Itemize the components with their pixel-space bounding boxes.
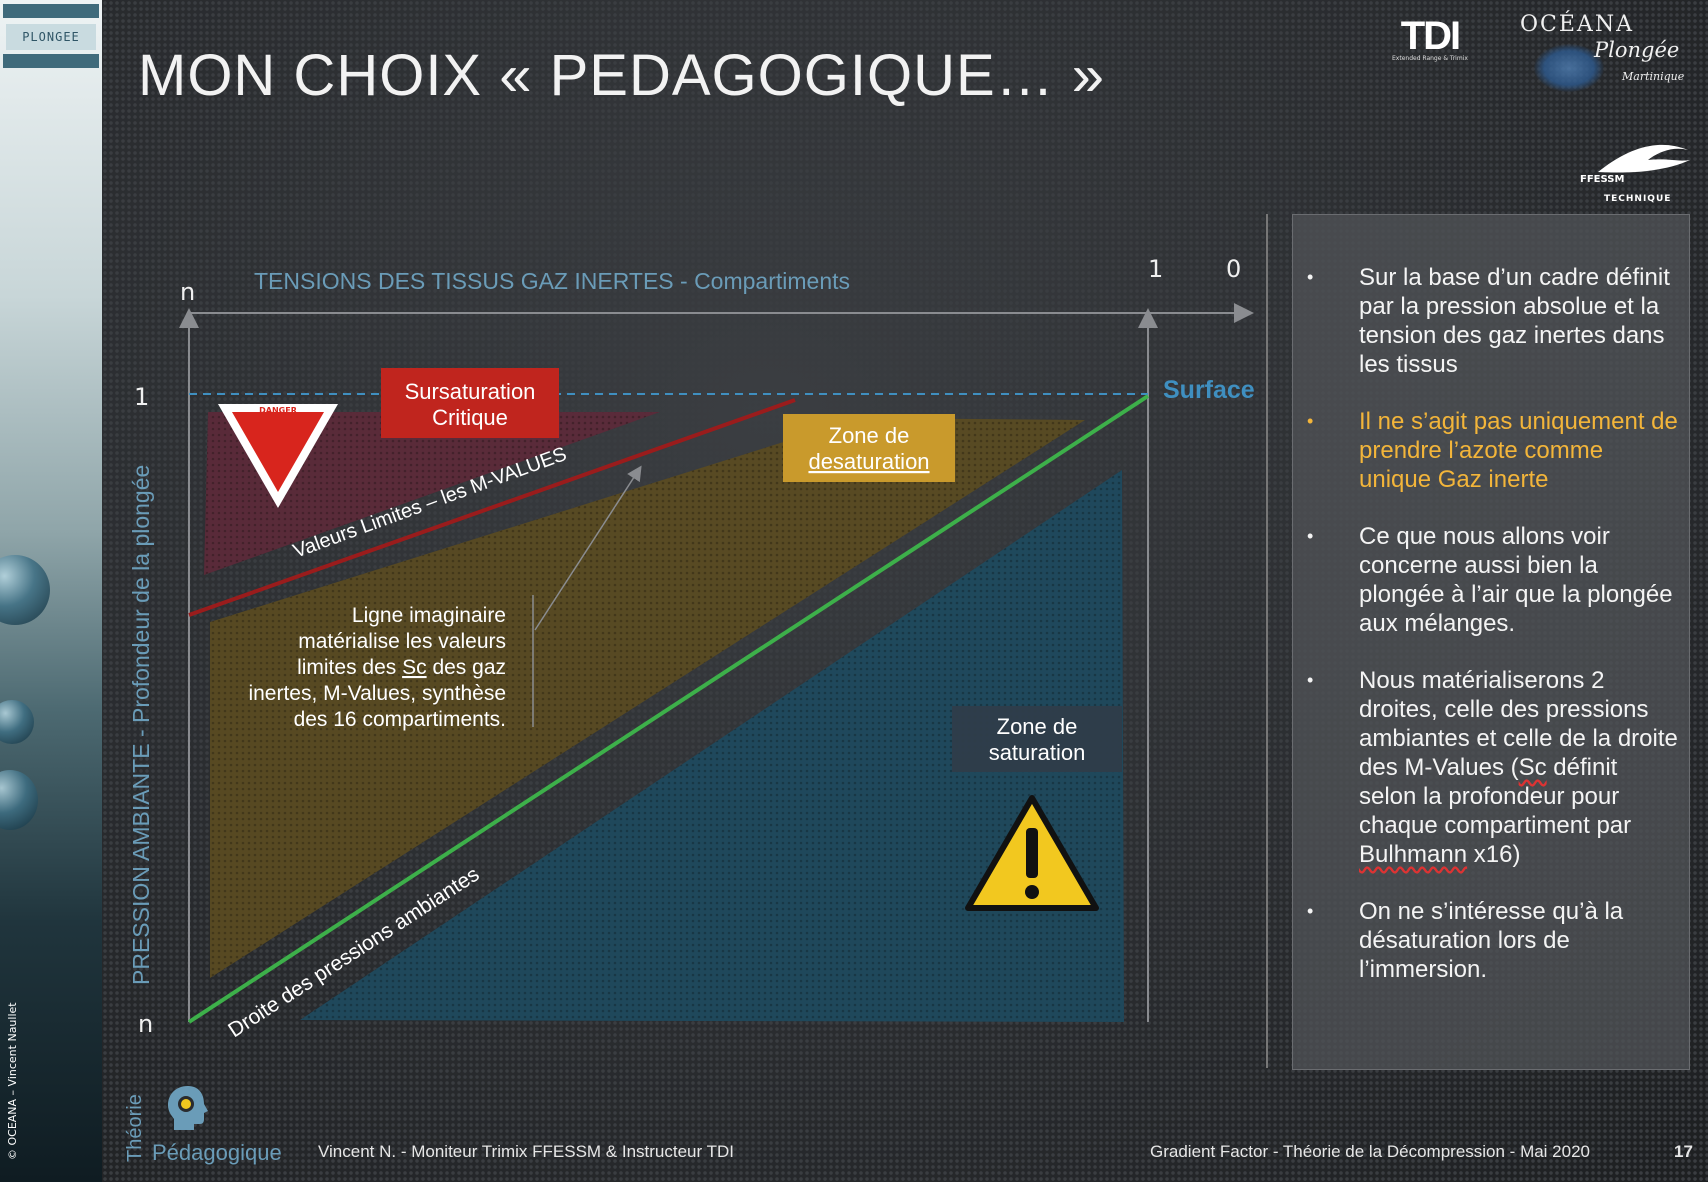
note-line3-sc: Sc <box>402 656 427 679</box>
bullet-dot: • <box>1307 526 1314 546</box>
bullet-text-c: x16) <box>1467 841 1521 868</box>
bullet-item: • Nous matérialiserons 2 droites, celle d… <box>1293 666 1689 869</box>
tick-n-bottom: n <box>138 1010 153 1038</box>
desaturation-zone-texture <box>210 418 1085 978</box>
sidebar-decoration: PLONGEE <box>0 0 102 1182</box>
y-axis-label: PRESSION AMBIANTE - Profondeur de la plo… <box>128 465 154 985</box>
bullet-text-a: Nous matérialiserons 2 droites, celle de… <box>1359 667 1678 781</box>
turtle-icon <box>1534 44 1604 92</box>
saturation-zone-texture <box>300 470 1124 1022</box>
bullet-text-sc: Sc <box>1518 754 1547 781</box>
note-line3-end: des gaz <box>427 656 506 679</box>
note-line3-start: limites des <box>297 656 402 679</box>
bullet-text-name: Bulhmann <box>1359 841 1468 868</box>
tick-0-top: 0 <box>1226 255 1241 283</box>
bullet-dot: • <box>1307 411 1314 431</box>
note-line2: matérialise les valeurs <box>298 630 506 653</box>
bullet-item: • On ne s’intéresse qu’à la désaturation … <box>1293 897 1689 984</box>
ffessm-logo-text: FFESSM <box>1580 174 1625 185</box>
bullet-text: Sur la base d’un cadre définit par la pr… <box>1359 264 1670 378</box>
sidebar-strip <box>3 54 99 68</box>
desaturation-line2: desaturation <box>808 449 929 474</box>
bullet-dot: • <box>1307 670 1314 690</box>
bullet-item: • Il ne s’agit pas uniquement de prendre … <box>1293 407 1689 494</box>
bullet-text-b: définit selon la profondeur pour chaque … <box>1359 754 1632 839</box>
sursaturation-box <box>381 368 559 438</box>
ambient-pressure-line <box>187 394 1150 1024</box>
page-number: 17 <box>1674 1142 1693 1161</box>
pointer-line <box>534 465 642 631</box>
warning-icon-bar <box>1026 828 1038 878</box>
oceana-logo-location: Martinique <box>1622 70 1685 83</box>
saturation-line2: saturation <box>989 740 1086 765</box>
note-line1: Ligne imaginaire <box>352 604 506 627</box>
danger-text: DANGER <box>259 406 297 415</box>
vertical-divider <box>1266 214 1268 1068</box>
footer-theorie: Théorie <box>124 1094 146 1162</box>
bullet-dot: • <box>1307 267 1314 287</box>
surface-label: Surface <box>1163 376 1255 404</box>
desaturation-box <box>783 414 955 482</box>
warning-icon-dot <box>1025 885 1039 899</box>
note-line4: inertes, M-Values, synthèse <box>248 682 506 705</box>
bullet-item: • Sur la base d’un cadre définit par la p… <box>1293 263 1689 379</box>
oceana-logo-name: OCÉANA <box>1520 12 1634 37</box>
oceana-logo: OCÉANA Plongée Martinique <box>1520 8 1700 108</box>
bullet-list: • Sur la base d’un cadre définit par la p… <box>1293 263 1689 1012</box>
ffessm-logo: FFESSM TECHNIQUE <box>1578 138 1698 208</box>
tdi-logo: TDI Extended Range & Trimix <box>1392 14 1468 62</box>
bullet-text: On ne s’intéresse qu’à la désaturation l… <box>1359 898 1624 983</box>
bullet-dot: • <box>1307 901 1314 921</box>
bullet-text: Il ne s’agit pas uniquement de prendre l… <box>1359 408 1678 493</box>
sursaturation-line2: Critique <box>432 405 508 430</box>
tdi-logo-text: TDI <box>1400 14 1461 58</box>
footer-course: Gradient Factor - Théorie de la Décompre… <box>1150 1142 1590 1161</box>
decompression-diagram: TENSIONS DES TISSUS GAZ INERTES - Compar… <box>128 255 1255 1042</box>
tick-1-top: 1 <box>1148 255 1163 283</box>
bullet-item: • Ce que nous allons voir concerne aussi … <box>1293 522 1689 638</box>
note-line3: limites des Sc des gaz <box>297 656 506 679</box>
note-line5: des 16 compartiments. <box>294 708 506 731</box>
danger-sign-inner <box>232 412 324 492</box>
tdi-logo-tagline: Extended Range & Trimix <box>1392 55 1468 62</box>
mvalue-line <box>188 398 796 617</box>
bullet-text: Ce que nous allons voir concerne aussi b… <box>1359 523 1673 637</box>
ffessm-logo-sub: TECHNIQUE <box>1604 194 1672 204</box>
tick-1-left: 1 <box>134 383 149 411</box>
saturation-box <box>952 706 1122 772</box>
oceana-logo-sub: Plongée <box>1594 38 1680 62</box>
tick-n-top: n <box>180 278 195 306</box>
wave-icon <box>1598 144 1690 173</box>
sidebar-tab-label: PLONGEE <box>6 24 96 50</box>
page-title: MON CHOIX « PEDAGOGIQUE… » <box>138 43 1106 108</box>
danger-zone-texture <box>204 412 660 575</box>
sidebar-strip <box>3 4 99 18</box>
water-drop <box>0 700 34 744</box>
x-axis-label: TENSIONS DES TISSUS GAZ INERTES - Compar… <box>254 268 850 294</box>
footer-pedagogique: Pédagogique <box>152 1140 282 1165</box>
footer-author: Vincent N. - Moniteur Trimix FFESSM & In… <box>318 1142 734 1161</box>
bullet-panel: • Sur la base d’un cadre définit par la p… <box>1292 214 1690 1070</box>
head-lightbulb-icon <box>168 1086 208 1130</box>
desaturation-line1: Zone de <box>829 423 910 448</box>
saturation-line1: Zone de <box>997 714 1078 739</box>
sursaturation-line1: Sursaturation <box>405 379 536 404</box>
